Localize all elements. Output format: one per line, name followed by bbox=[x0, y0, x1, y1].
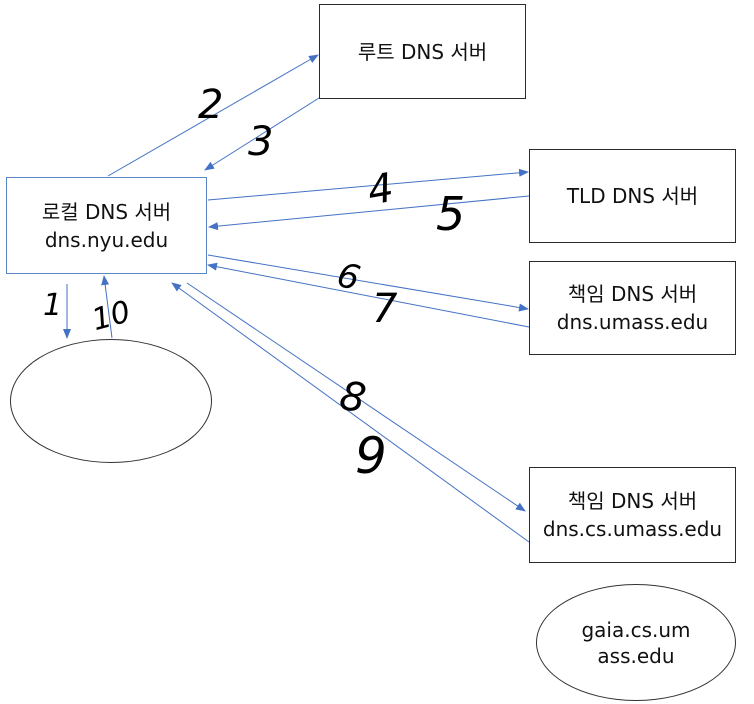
target-host-label-line1: gaia.cs.um bbox=[581, 617, 691, 642]
authoritative-dns-server-cs-host: dns.cs.umass.edu bbox=[542, 517, 723, 541]
arrow-step-2 bbox=[107, 54, 319, 177]
arrow-step-3 bbox=[204, 97, 320, 171]
authoritative-dns-server-umass-label: 책임 DNS 서버 bbox=[567, 282, 698, 306]
tld-dns-server: TLD DNS 서버 bbox=[529, 149, 736, 243]
arrow-step-8 bbox=[186, 282, 526, 512]
step-label-10: 10 bbox=[88, 294, 134, 338]
step-label-6: 6 bbox=[333, 255, 364, 299]
arrow-step-7 bbox=[207, 262, 530, 328]
arrow-step-10 bbox=[101, 275, 113, 339]
arrow-step-5 bbox=[208, 195, 530, 231]
requesting-host bbox=[10, 339, 212, 463]
arrow-step-9 bbox=[171, 282, 530, 543]
local-dns-server-label: 로컬 DNS 서버 bbox=[41, 199, 172, 224]
target-host-label-line2: ass.edu bbox=[597, 643, 675, 668]
authoritative-dns-server-umass: 책임 DNS 서버 dns.umass.edu bbox=[529, 261, 736, 355]
step-label-9: 9 bbox=[355, 427, 387, 485]
local-dns-server-host: dns.nyu.edu bbox=[44, 227, 169, 252]
arrow-step-6 bbox=[207, 254, 529, 312]
authoritative-dns-server-cs: 책임 DNS 서버 dns.cs.umass.edu bbox=[529, 467, 736, 563]
step-label-4: 4 bbox=[364, 165, 397, 215]
authoritative-dns-server-umass-host: dns.umass.edu bbox=[556, 310, 709, 334]
root-dns-server: 루트 DNS 서버 bbox=[319, 4, 526, 99]
local-dns-server: 로컬 DNS 서버 dns.nyu.edu bbox=[6, 177, 207, 274]
arrow-step-4 bbox=[207, 168, 529, 201]
step-label-3: 3 bbox=[248, 119, 273, 165]
step-label-2: 2 bbox=[198, 82, 223, 128]
target-host: gaia.cs.um ass.edu bbox=[536, 584, 736, 701]
root-dns-server-label: 루트 DNS 서버 bbox=[357, 39, 488, 64]
authoritative-dns-server-cs-label: 책임 DNS 서버 bbox=[567, 489, 698, 513]
step-label-7: 7 bbox=[372, 286, 398, 332]
step-label-1: 1 bbox=[43, 288, 62, 323]
step-label-5: 5 bbox=[436, 187, 465, 241]
tld-dns-server-label: TLD DNS 서버 bbox=[566, 184, 699, 208]
step-label-8: 8 bbox=[336, 373, 369, 423]
